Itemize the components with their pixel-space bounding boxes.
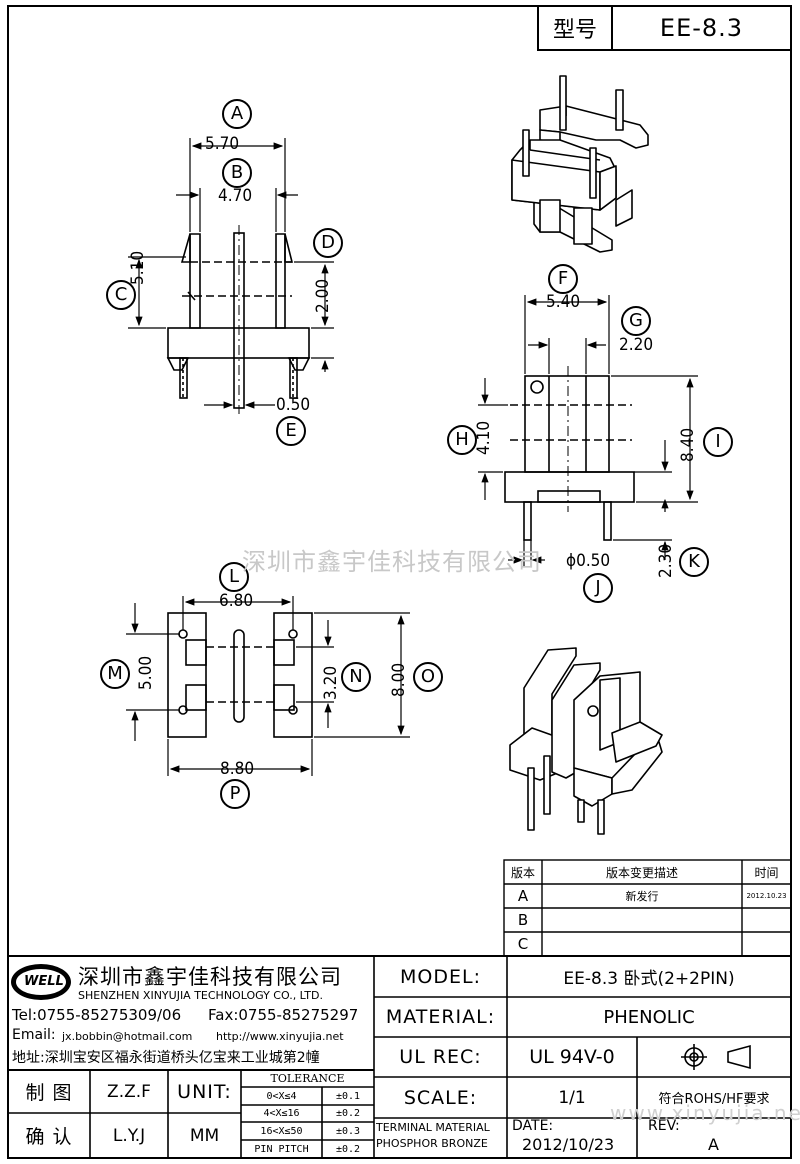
company-logo-shape	[11, 964, 71, 1000]
dim-j-text: ϕ0.50	[566, 551, 611, 571]
dim-h-text: 4.10	[474, 420, 494, 455]
projection-symbol-icon	[681, 1044, 751, 1070]
company-email[interactable]: jx.bobbin@hotmail.com	[62, 1030, 193, 1043]
label-n: N	[341, 662, 371, 692]
rev-label: REV:	[648, 1118, 680, 1134]
tolerance-title: TOLERANCE	[270, 1072, 345, 1085]
model-value: EE-8.3 卧式(2+2PIN)	[563, 969, 735, 989]
company-fax: Fax:0755-85275297	[208, 1006, 359, 1024]
tolerance-value-1: ±0.1	[335, 1090, 361, 1102]
unit-value: MM	[189, 1125, 220, 1146]
ulrec-value: UL 94V-0	[529, 1046, 615, 1068]
rev-row-c-rev: C	[517, 935, 529, 953]
label-b: B	[222, 158, 252, 188]
model-label: MODEL:	[400, 965, 481, 988]
label-o: O	[413, 662, 443, 692]
label-h: H	[447, 425, 477, 455]
dim-c-text: 5.10	[128, 250, 148, 285]
rev-header-version: 版本	[510, 865, 535, 880]
side-view-dims	[478, 295, 698, 566]
bottom-view	[167, 612, 313, 738]
company-name-cn: 深圳市鑫宇佳科技有限公司	[78, 965, 342, 989]
dim-p-text: 8.80	[220, 759, 255, 779]
label-i: I	[703, 427, 733, 457]
checked-label: 确 认	[25, 1126, 73, 1148]
dim-n-text: 3.20	[321, 665, 341, 700]
tolerance-value-4: ±0.2	[335, 1143, 361, 1155]
header-model: EE-8.3	[659, 14, 744, 42]
tolerance-range-1: 0<X≤4	[266, 1090, 297, 1102]
isometric-view-bottom	[509, 647, 663, 835]
label-g: G	[621, 306, 651, 336]
dim-b-text: 4.70	[218, 186, 253, 206]
material-label: MATERIAL:	[385, 1006, 496, 1028]
label-c: C	[106, 280, 136, 310]
label-d: D	[313, 228, 343, 258]
watermark-url: www.xinyujia.net	[610, 1101, 800, 1125]
dim-f-text: 5.40	[546, 292, 581, 312]
label-e: E	[276, 416, 306, 446]
label-m: M	[100, 659, 130, 689]
watermark-text: 深圳市鑫宇佳科技有限公司	[242, 548, 542, 576]
side-view	[504, 366, 635, 541]
revision-table-lines	[503, 859, 792, 957]
isometric-view-top	[511, 75, 649, 253]
type-label: 型号	[552, 18, 597, 43]
label-a: A	[222, 99, 252, 129]
rev-row-a-desc: 新发行	[625, 890, 659, 903]
terminal-material-2: PHOSPHOR BRONZE	[376, 1137, 488, 1150]
drawn-value: Z.Z.F	[107, 1081, 151, 1102]
rev-header-date: 时间	[754, 865, 779, 880]
bottom-view-dims	[126, 596, 410, 776]
tolerance-range-3: 16<X≤50	[260, 1125, 303, 1137]
dim-l-text: 6.80	[219, 591, 254, 611]
rev-value: A	[708, 1135, 719, 1154]
material-value: PHENOLIC	[603, 1006, 695, 1028]
company-web[interactable]: http://www.xinyujia.net	[216, 1030, 344, 1043]
unit-label: UNIT:	[177, 1080, 232, 1103]
label-f: F	[548, 264, 578, 294]
dim-m-text: 5.00	[136, 655, 156, 690]
dim-o-text: 8.00	[389, 662, 409, 697]
scale-label: SCALE:	[403, 1086, 478, 1109]
company-email-label: Email:	[12, 1027, 56, 1043]
label-k: K	[679, 547, 709, 577]
dim-e-text: 0.50	[276, 395, 311, 415]
rohs-text: 符合ROHS/HF要求	[658, 1092, 770, 1107]
tolerance-value-2: ±0.2	[335, 1108, 361, 1119]
rev-header-desc: 版本变更描述	[605, 865, 678, 880]
terminal-material-1: TERMINAL MATERIAL	[376, 1121, 490, 1134]
scale-value: 1/1	[558, 1087, 586, 1108]
tolerance-range-4: PIN PITCH	[254, 1143, 309, 1155]
company-address: 地址:深圳宝安区福永街道桥头亿宝来工业城第2幢	[12, 1050, 320, 1066]
rev-row-b-rev: B	[517, 911, 529, 929]
rev-row-a-date: 2012.10.23	[746, 892, 787, 900]
dim-i-text: 8.40	[678, 427, 698, 462]
title-block-lines	[8, 955, 791, 1158]
dim-g-text: 2.20	[619, 335, 654, 355]
tolerance-value-3: ±0.3	[335, 1125, 361, 1137]
dim-d-text: 2.00	[313, 278, 333, 313]
front-view	[166, 225, 311, 414]
label-j: J	[583, 573, 613, 603]
drawn-label: 制 图	[25, 1082, 73, 1104]
ulrec-label: UL REC:	[399, 1046, 482, 1068]
date-value: 2012/10/23	[522, 1135, 615, 1154]
date-label: DATE:	[512, 1118, 554, 1134]
logo-text: WELL	[24, 974, 64, 989]
checked-value: L.Y.J	[112, 1125, 146, 1146]
tolerance-range-2: 4<X≤16	[263, 1108, 300, 1119]
dim-a-text: 5.70	[205, 134, 240, 154]
label-l: L	[219, 562, 249, 592]
front-view-dims	[128, 138, 334, 409]
company-tel: Tel:0755-85275309/06	[12, 1006, 182, 1024]
rev-row-a-rev: A	[517, 887, 529, 905]
label-p: P	[220, 779, 250, 809]
dim-k-text: 2.30	[656, 543, 676, 578]
company-name-en: SHENZHEN XINYUJIA TECHNOLOGY CO., LTD.	[78, 989, 323, 1002]
